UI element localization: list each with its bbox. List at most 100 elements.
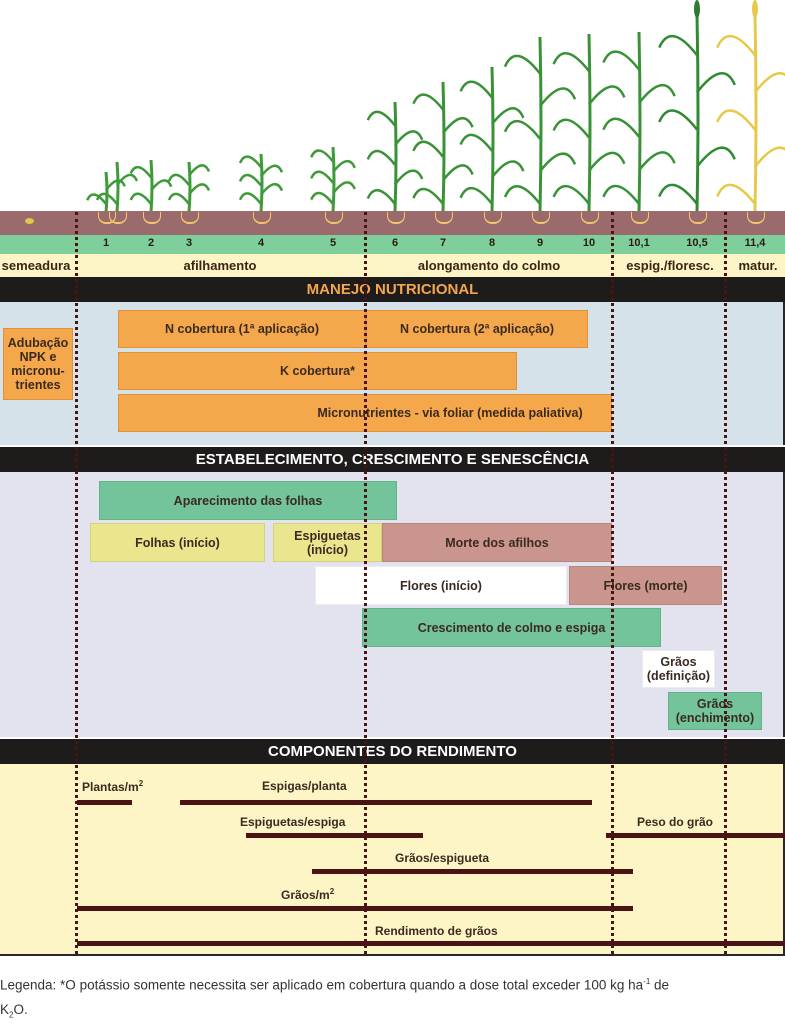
roots-icon: [435, 212, 453, 224]
plant-leaf: [658, 35, 698, 56]
bar-grain-yield: [77, 941, 785, 946]
bar-spikes-per-plant: [180, 800, 592, 805]
plant-leaf: [442, 164, 474, 182]
plant-leaf: [332, 160, 356, 173]
stage-1: 1: [102, 237, 110, 249]
plant-leaf: [638, 151, 676, 172]
stem-spike-growth-box: Crescimento de colmo e espiga: [362, 608, 661, 647]
grain-filling-line-2: (enchimento): [675, 711, 755, 725]
plant-leaf: [95, 192, 118, 205]
stage-5: 5: [329, 237, 337, 249]
n-first-application-box: N cobertura (1ª aplicação): [118, 310, 366, 348]
bar-grains-per-m2: [77, 906, 633, 911]
bar-spikelets-per-spike: [246, 833, 423, 838]
leaf-appearance-label: Aparecimento das folhas: [173, 493, 323, 508]
stage-10-5: 10,5: [686, 237, 708, 249]
plant-leaf: [188, 183, 211, 196]
plant-stem: [538, 36, 543, 212]
leaves-start-label: Folhas (início): [135, 535, 220, 550]
stage-10: 10: [582, 237, 596, 249]
plant-leaf: [86, 193, 107, 205]
legend-exp: -1: [643, 977, 651, 986]
plant-stem: [259, 153, 264, 212]
plant-leaf: [238, 173, 262, 187]
plant-leaf: [332, 181, 356, 195]
basal-line-4: trientes: [15, 378, 61, 392]
divider-heading-end: [724, 212, 727, 954]
plant-leaf: [167, 192, 190, 205]
flowers-start-label: Flores (início): [400, 578, 482, 593]
roots-icon: [689, 212, 707, 224]
stage-3: 3: [185, 237, 193, 249]
roots-icon: [253, 212, 271, 224]
phase-stem-elongation: alongamento do colmo: [417, 258, 561, 273]
plants-per-m2-label: Plantas/m2: [82, 779, 143, 794]
basal-line-1: Adubação: [7, 336, 69, 350]
roots-icon: [484, 212, 502, 224]
stage-7: 7: [439, 237, 447, 249]
n-second-label: N cobertura (2ª aplicação): [400, 322, 554, 336]
basal-line-2: NPK e: [19, 350, 57, 364]
roots-icon: [532, 212, 550, 224]
plant-stem: [331, 146, 336, 212]
plant-leaf: [552, 185, 590, 205]
plant-leaf: [412, 93, 444, 111]
plant-leaf: [602, 117, 640, 138]
stage-8: 8: [488, 237, 496, 249]
plant-leaf: [491, 160, 525, 179]
plant-leaf: [394, 169, 424, 186]
spikes-per-plant-label: Espigas/planta: [262, 779, 347, 793]
plant-leaf: [394, 130, 424, 146]
n-second-application-box: N cobertura (2ª aplicação): [366, 310, 588, 348]
plant-leaf: [638, 84, 676, 104]
roots-icon: [109, 212, 127, 224]
plant-stem: [393, 101, 398, 212]
grain-filling-box: Grãos (enchimento): [668, 692, 762, 730]
roots-icon: [747, 212, 765, 224]
plant-leaf: [602, 184, 640, 205]
roots-icon: [631, 212, 649, 224]
legend-note: Legenda: *O potássio somente necessita s…: [0, 970, 785, 1027]
wheat-spike: [752, 0, 758, 18]
seed-icon: [25, 218, 34, 224]
stage-scale-row: [0, 235, 785, 254]
grain-definition-box: Grãos (definição): [642, 650, 715, 688]
section-header-yield: COMPONENTES DO RENDIMENTO: [0, 739, 785, 764]
plant-leaf: [503, 185, 541, 205]
plant-leaf: [442, 117, 474, 134]
plant-leaf: [658, 183, 698, 205]
grain-yield-label: Rendimento de grãos: [375, 924, 498, 938]
plants-sup: 2: [138, 779, 144, 788]
roots-icon: [325, 212, 343, 224]
plant-leaf: [754, 146, 785, 168]
stage-10-1: 10,1: [628, 237, 650, 249]
stage-9: 9: [536, 237, 544, 249]
plant-leaf: [552, 118, 590, 139]
plant-stem: [637, 31, 642, 212]
plant-leaf: [503, 54, 541, 75]
plant-leaf: [150, 179, 173, 192]
plant-leaf: [412, 187, 444, 205]
plant-leaf: [105, 179, 126, 191]
plant-leaf: [459, 80, 493, 99]
basal-line-3: micronu-: [11, 364, 65, 378]
basal-fertilization-box: Adubação NPK e micronu- trientes: [3, 328, 73, 400]
plant-leaf: [310, 170, 334, 184]
grain-definition-line-2: (definição): [646, 669, 711, 683]
plant-stem: [587, 33, 592, 212]
plant-leaf: [260, 183, 284, 196]
stage-4: 4: [257, 237, 265, 249]
plant-leaf: [588, 151, 626, 172]
stage-2: 2: [147, 237, 155, 249]
spikelets-start-box: Espiguetas (início): [273, 523, 382, 562]
plant-stem: [490, 66, 495, 212]
flowers-start-box: Flores (início): [315, 566, 567, 605]
plant-leaf: [129, 192, 152, 205]
spikelets-line-2: (início): [307, 542, 348, 557]
tiller-death-label: Morte dos afilhos: [445, 535, 549, 550]
plant-stem: [695, 13, 700, 212]
phase-tillering: afilhamento: [183, 258, 257, 273]
plant-leaf: [412, 140, 444, 158]
k-cover-label: K cobertura*: [279, 364, 356, 378]
divider-tillering-end: [364, 212, 367, 954]
